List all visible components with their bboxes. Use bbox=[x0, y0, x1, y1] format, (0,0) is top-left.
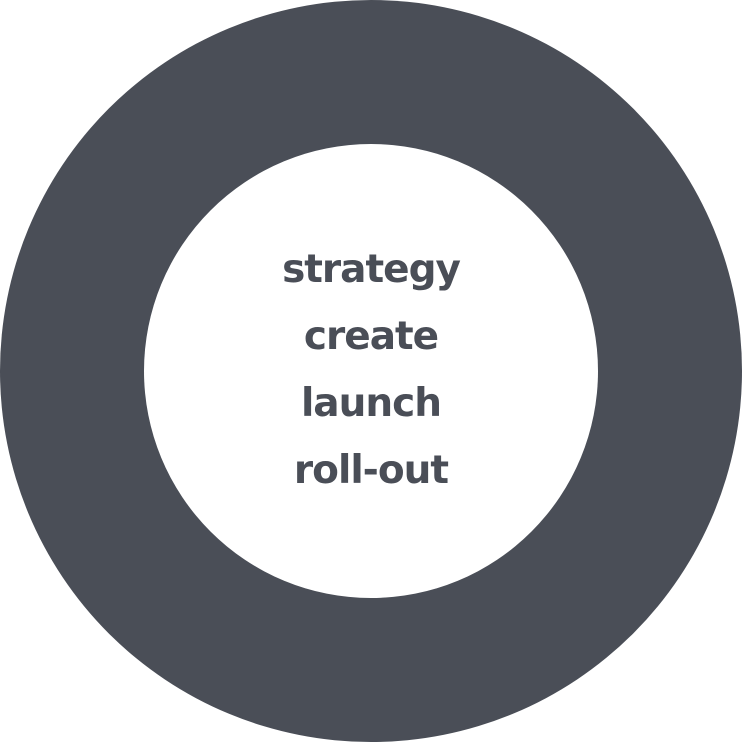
inner-circle bbox=[144, 144, 598, 598]
center-label-list: strategy create launch roll-out bbox=[144, 144, 598, 598]
label-roll-out: roll-out bbox=[293, 448, 449, 493]
label-strategy: strategy bbox=[282, 247, 461, 292]
label-create: create bbox=[303, 314, 439, 359]
label-launch: launch bbox=[300, 381, 442, 426]
